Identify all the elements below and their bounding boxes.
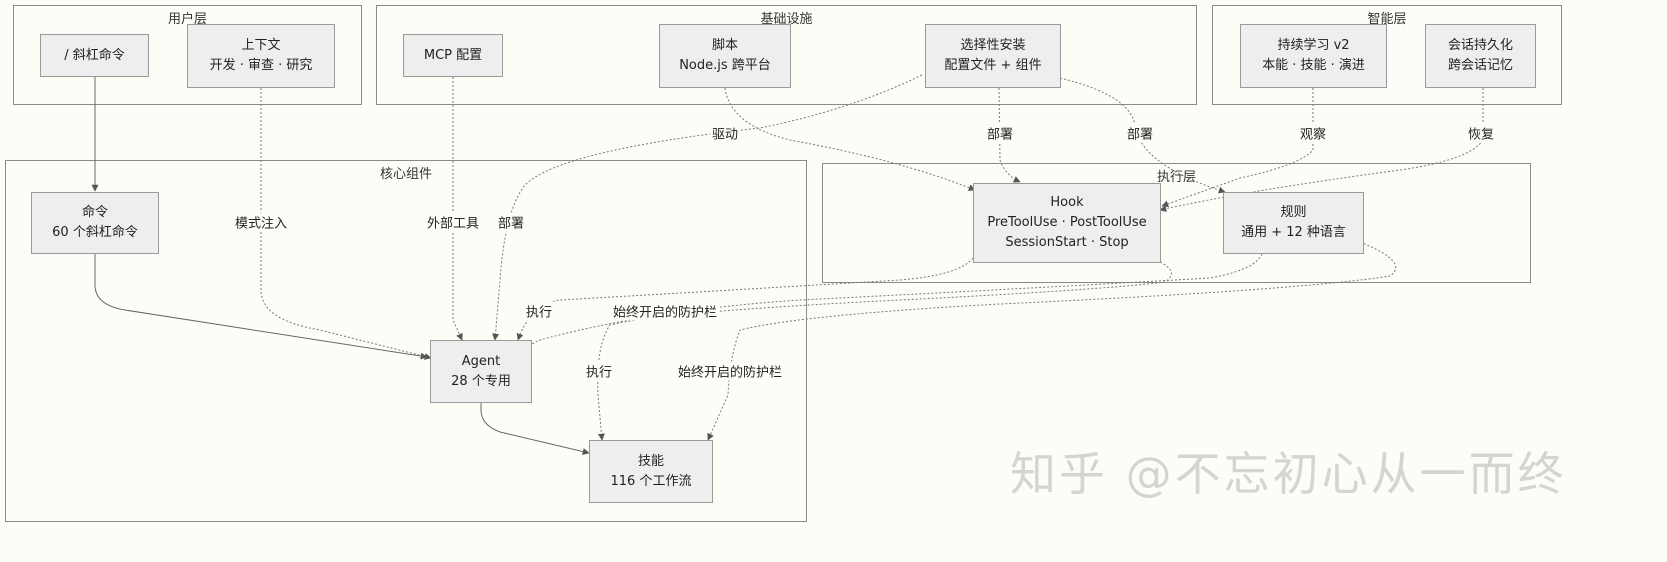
edge-command-agent <box>94 254 428 360</box>
node-selective-subtitle: 配置文件 + 组件 <box>944 58 1042 73</box>
node-hook[interactable]: Hook PreToolUse · PostToolUse SessionSta… <box>973 183 1161 263</box>
edge-label-guard-skill: 始终开启的防护栏 <box>675 361 785 381</box>
node-agent-title: Agent <box>461 353 501 369</box>
node-agent[interactable]: Agent 28 个专用 <box>430 340 532 403</box>
edge-label-pattern-inject: 模式注入 <box>232 212 290 232</box>
edge-selective-hook <box>998 87 1021 183</box>
node-hook-events-2: SessionStart · Stop <box>1005 235 1129 250</box>
node-learning-subtitle: 本能 · 技能 · 演进 <box>1262 58 1365 73</box>
node-continuous-learning[interactable]: 持续学习 v2 本能 · 技能 · 演进 <box>1240 24 1387 88</box>
edge-context-agent <box>260 88 432 360</box>
node-session-title: 会话持久化 <box>1447 38 1513 53</box>
edge-selective-agent <box>492 74 923 341</box>
group-title: 智能层 <box>1367 12 1407 27</box>
node-slash-commands[interactable]: / 斜杠命令 <box>40 34 149 77</box>
edge-session-hook <box>1159 88 1484 213</box>
edge-rules-agent <box>519 253 1263 351</box>
edge-hook-skill <box>597 261 1172 441</box>
group-title: 核心组件 <box>379 167 432 182</box>
node-mcp-config[interactable]: MCP 配置 <box>403 34 503 77</box>
edge-script-hook <box>724 87 976 191</box>
group-title: 基础设施 <box>760 12 813 27</box>
node-context[interactable]: 上下文 开发 · 审查 · 研究 <box>187 24 335 88</box>
node-skills-title: 技能 <box>637 453 664 469</box>
node-rules[interactable]: 规则 通用 + 12 种语言 <box>1223 192 1364 254</box>
edge-label-exec-skill: 执行 <box>583 361 615 381</box>
node-rules-title: 规则 <box>1280 205 1307 220</box>
node-skills[interactable]: 技能 116 个工作流 <box>589 440 713 503</box>
node-rules-subtitle: 通用 + 12 种语言 <box>1241 225 1346 240</box>
node-commands[interactable]: 命令 60 个斜杠命令 <box>31 192 159 254</box>
edge-mcp-agent <box>452 77 463 341</box>
edge-label-guard-agent: 始终开启的防护栏 <box>610 301 720 321</box>
edge-label-exec-agent: 执行 <box>523 301 555 321</box>
group-title: 用户层 <box>167 12 207 27</box>
edge-hook-agent <box>516 257 974 341</box>
node-context-title: 上下文 <box>241 38 281 53</box>
node-context-subtitle: 开发 · 审查 · 研究 <box>209 58 313 73</box>
group-title: 执行层 <box>1156 170 1196 185</box>
watermark: 知乎 @不忘初心从一而终 <box>1010 447 1567 501</box>
node-script-subtitle: Node.js 跨平台 <box>679 58 771 73</box>
edge-label-deploy-rules: 部署 <box>1124 123 1156 143</box>
node-script-title: 脚本 <box>711 38 738 53</box>
node-agent-subtitle: 28 个专用 <box>451 373 511 389</box>
node-slash-commands-label: / 斜杠命令 <box>64 47 125 63</box>
edge-label-observe: 观察 <box>1297 123 1329 143</box>
node-skills-subtitle: 116 个工作流 <box>610 473 692 489</box>
edge-learning-hook <box>1161 88 1314 208</box>
node-hook-title: Hook <box>1050 195 1084 210</box>
edge-label-drive: 驱动 <box>709 123 741 143</box>
edge-label-deploy-hook: 部署 <box>984 123 1016 143</box>
node-selective-install[interactable]: 选择性安装 配置文件 + 组件 <box>925 24 1061 88</box>
node-learning-title: 持续学习 v2 <box>1277 38 1350 53</box>
node-session-subtitle: 跨会话记忆 <box>1447 58 1513 73</box>
node-selective-title: 选择性安装 <box>960 38 1026 53</box>
node-commands-subtitle: 60 个斜杠命令 <box>52 225 138 240</box>
edge-label-external-tools: 外部工具 <box>424 212 482 232</box>
node-mcp-label: MCP 配置 <box>423 47 483 63</box>
node-hook-events-1: PreToolUse · PostToolUse <box>987 215 1147 230</box>
node-script[interactable]: 脚本 Node.js 跨平台 <box>659 24 791 88</box>
edge-agent-skill <box>480 403 590 455</box>
edge-label-restore: 恢复 <box>1465 123 1497 143</box>
group-execution: 执行层 <box>822 163 1531 283</box>
edge-rules-skill <box>707 241 1397 441</box>
edge-label-deploy-agent: 部署 <box>495 212 527 232</box>
node-session-persistence[interactable]: 会话持久化 跨会话记忆 <box>1425 24 1536 88</box>
node-commands-title: 命令 <box>81 205 108 220</box>
